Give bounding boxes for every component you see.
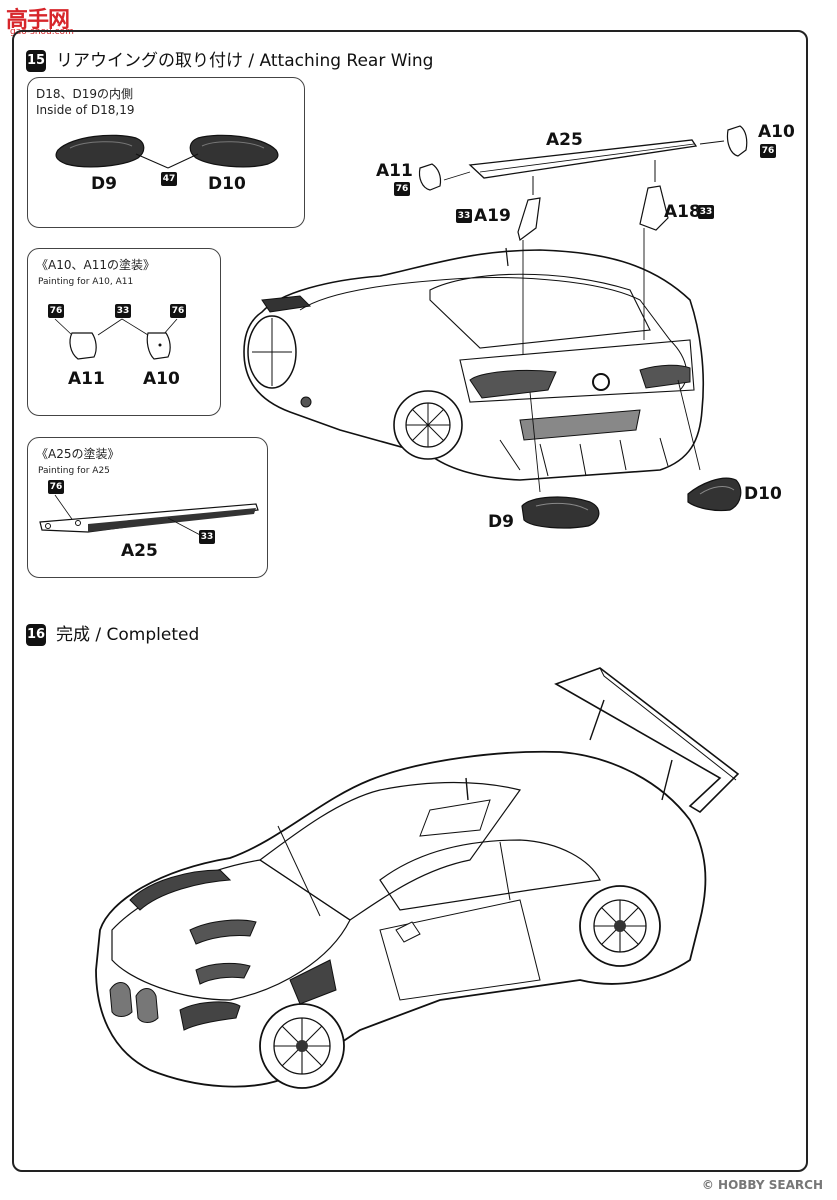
a25-bottom-color-code: 33 [199,530,215,544]
hobby-search-brand: HOBBY SEARCH [718,1178,823,1192]
inside-detail-box: D18、D19の内側 Inside of D18,19 47 D9 D10 [27,77,305,228]
instruction-frame [12,30,808,1172]
a10-label: A10 [143,369,180,389]
step-15-number: 15 [26,50,46,72]
step-15-header: 15 リアウイングの取り付け / Attaching Rear Wing [26,46,433,72]
endplate-right-color-code: 76 [760,144,776,158]
painting-a25-subtitle: Painting for A25 [38,466,110,476]
painting-a25-box: 《A25の塗装》 Painting for A25 76 33 A25 [27,437,268,578]
step-15-title: リアウイングの取り付け / Attaching Rear Wing [56,51,434,71]
light-right-label: D10 [744,484,782,504]
inside-lights-drawing [55,134,279,169]
a11-label: A11 [68,369,105,389]
inside-color-code: 47 [161,172,177,186]
light-left-label: D9 [488,512,514,532]
stay-left-label: A19 [474,206,511,226]
watermark-url: gao-shou.com [10,27,74,37]
inside-note-jp: D18、D19の内側 [36,87,134,101]
stay-right-label: A18 [664,202,701,222]
painting-a10-a11-subtitle: Painting for A10, A11 [38,277,134,287]
inside-part-right: D10 [208,174,246,194]
endplate-left-label: A11 [376,161,413,181]
watermark-logo: 高手网 [6,8,70,33]
a11-color-code: 76 [48,304,64,318]
step-16-title: 完成 / Completed [56,625,200,645]
a10-color-code: 76 [170,304,186,318]
step-16-number: 16 [26,624,46,646]
endplate-right-label: A10 [758,122,795,142]
a25-paint-label: A25 [121,541,158,561]
step-16-header: 16 完成 / Completed [26,620,199,646]
stay-left-color-code: 33 [456,209,472,223]
endplate-left-color-code: 76 [394,182,410,196]
wing-label: A25 [546,130,583,150]
inside-part-left: D9 [91,174,117,194]
a10-a11-drawing [54,318,178,360]
hobby-search-footer: © HOBBY SEARCH [702,1178,823,1192]
a25-drawing [39,494,259,538]
painting-a10-a11-title: 《A10、A11の塗装》 [36,258,155,272]
a10-a11-inner-color-code: 33 [115,304,131,318]
painting-a10-a11-box: 《A10、A11の塗装》 Painting for A10, A11 76 33… [27,248,221,416]
stay-right-color-code: 33 [698,205,714,219]
painting-a25-title: 《A25の塗装》 [36,447,120,461]
inside-note-en: Inside of D18,19 [36,103,135,117]
a25-top-color-code: 76 [48,480,64,494]
copyright-mark: © [701,1178,714,1192]
